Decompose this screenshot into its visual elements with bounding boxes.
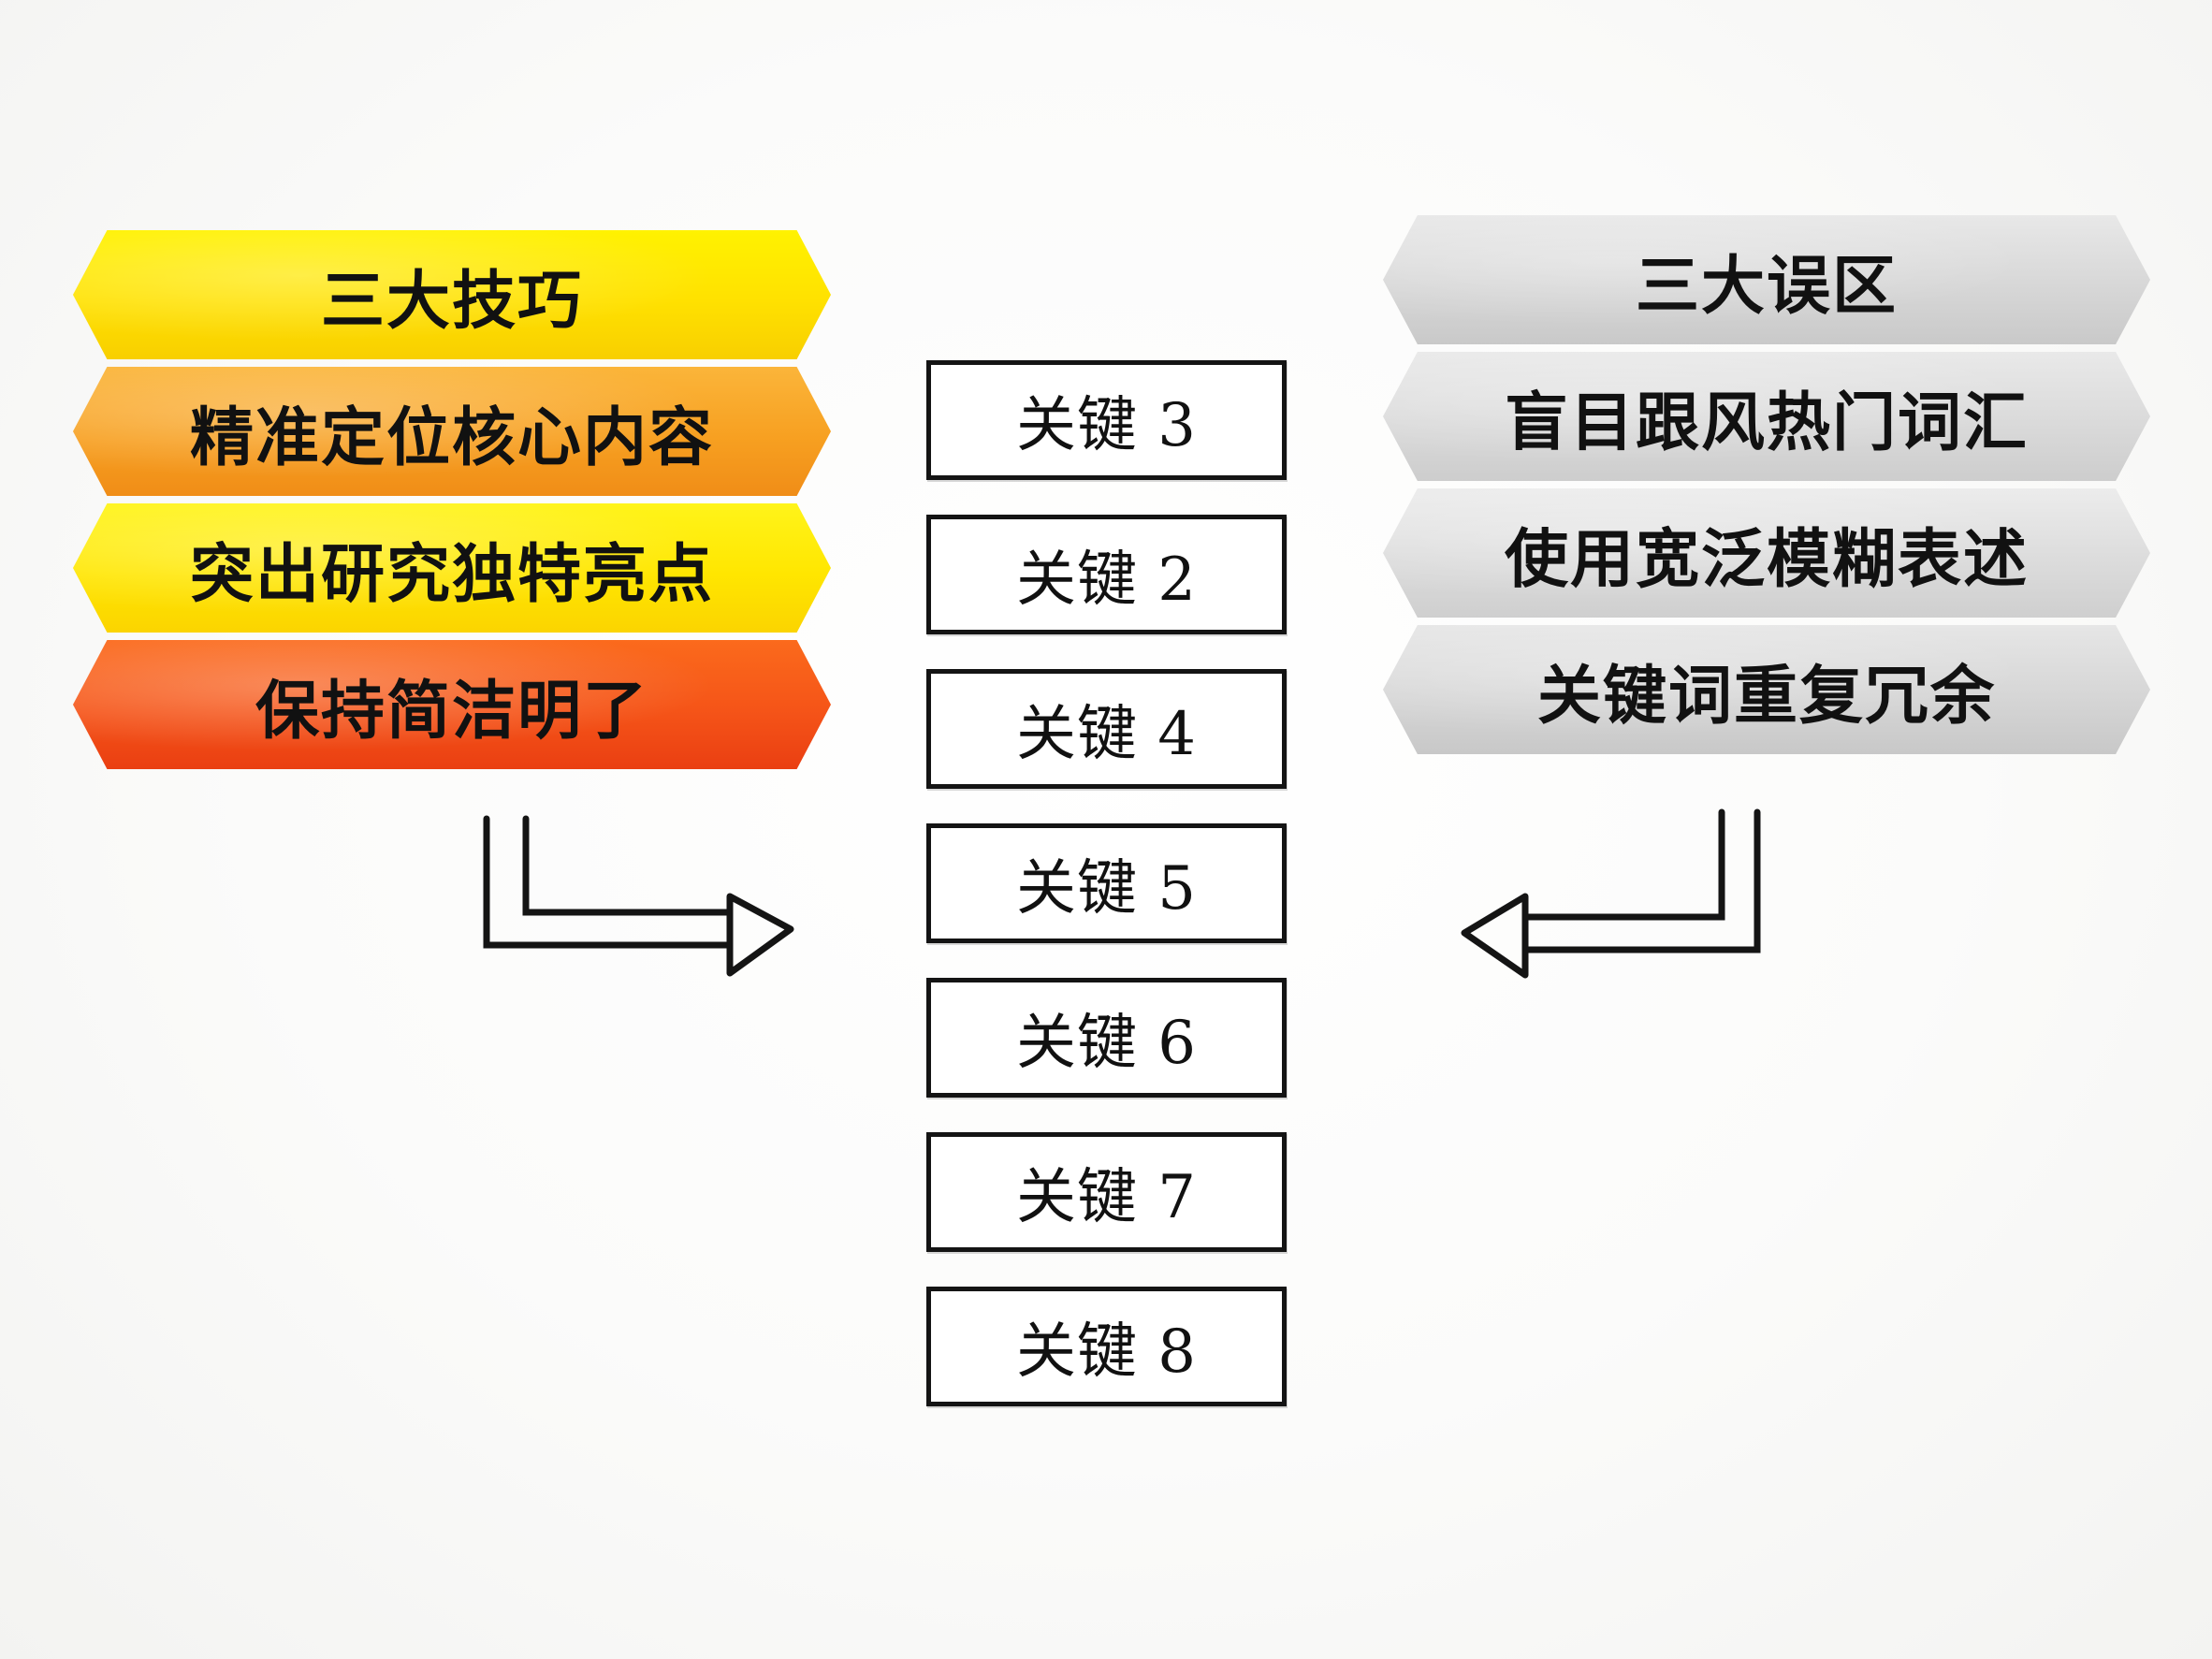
pitfall-item-1-label: 盲目跟风热门词汇 — [1504, 386, 2029, 460]
technique-item-3-label: 保持简洁明了 — [255, 674, 648, 749]
pitfall-item-2: 使用宽泛模糊表述 — [1383, 488, 2150, 618]
keyword-box-5: 关键 6 — [926, 978, 1287, 1098]
right-pointing-arrow-icon — [483, 815, 794, 977]
pitfall-item-3-label: 关键词重复冗余 — [1536, 659, 1996, 734]
keyword-box-7: 关键 8 — [926, 1287, 1287, 1406]
keyword-box-3: 关键 4 — [926, 669, 1287, 789]
technique-item-1-label: 精准定位核心内容 — [189, 400, 714, 475]
left-pointing-arrow-icon — [1461, 808, 1761, 979]
pitfall-item-2-label: 使用宽泛模糊表述 — [1504, 522, 2029, 597]
pitfall-item-1: 盲目跟风热门词汇 — [1383, 352, 2150, 481]
pitfalls-title-banner: 三大误区 — [1383, 215, 2150, 344]
technique-item-2-label: 突出研究独特亮点 — [189, 537, 714, 612]
technique-item-2: 突出研究独特亮点 — [73, 503, 831, 633]
keyword-box-2: 关键 2 — [926, 515, 1287, 634]
technique-item-3: 保持简洁明了 — [73, 640, 831, 769]
techniques-title: 三大技巧 — [320, 264, 583, 339]
technique-item-1: 精准定位核心内容 — [73, 367, 831, 496]
pitfalls-title: 三大误区 — [1635, 249, 1898, 324]
techniques-title-banner: 三大技巧 — [73, 230, 831, 359]
keyword-box-1: 关键 3 — [926, 360, 1287, 480]
keyword-box-6: 关键 7 — [926, 1132, 1287, 1252]
pitfall-item-3: 关键词重复冗余 — [1383, 625, 2150, 754]
keyword-box-4: 关键 5 — [926, 823, 1287, 943]
